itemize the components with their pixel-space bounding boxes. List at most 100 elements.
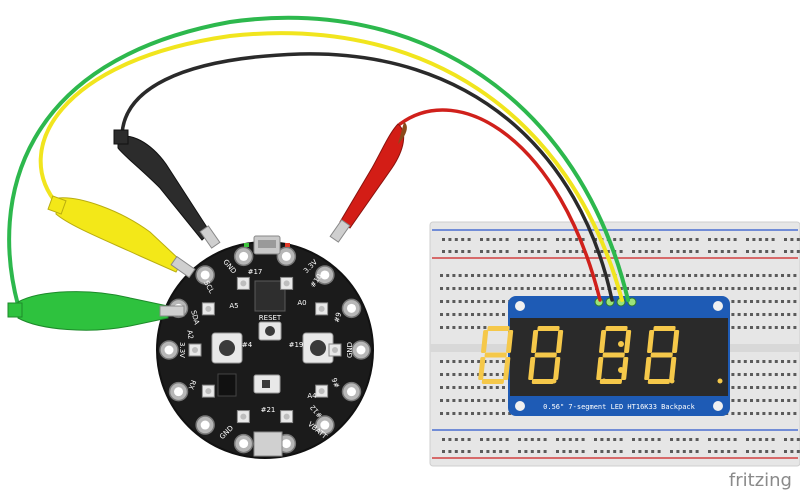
breadboard-hole: [746, 438, 749, 441]
breadboard-hole: [737, 373, 741, 376]
segment-b: [624, 330, 632, 353]
breadboard-hole: [486, 438, 490, 441]
breadboard-hole: [502, 412, 505, 415]
breadboard-hole: [568, 450, 572, 453]
breadboard-hole: [758, 250, 762, 253]
breadboard-hole: [452, 373, 456, 376]
breadboard-hole: [756, 386, 760, 389]
breadboard-hole: [454, 238, 458, 241]
breadboard-hole: [524, 238, 528, 241]
breadboard-hole: [682, 250, 686, 253]
edge-pad-hole: [346, 387, 356, 397]
breadboard-hole: [461, 438, 465, 441]
breadboard-hole: [768, 287, 772, 290]
breadboard-hole: [446, 386, 450, 389]
breadboard-hole: [774, 399, 778, 402]
breadboard-hole: [695, 450, 699, 453]
breadboard-hole: [588, 287, 592, 290]
breadboard-hole: [489, 360, 493, 363]
breadboard-hole: [750, 360, 753, 363]
breadboard-hole: [689, 250, 693, 253]
breadboard-hole: [483, 373, 487, 376]
breadboard-hole: [746, 450, 749, 453]
breadboard-hole: [564, 274, 567, 277]
edge-pad-hole: [281, 251, 291, 261]
breadboard-hole: [442, 438, 445, 441]
breadboard-hole: [756, 360, 760, 363]
breadboard-hole: [440, 373, 443, 376]
breadboard-hole: [638, 250, 642, 253]
segment-b: [556, 330, 564, 353]
breadboard-hole: [607, 274, 611, 277]
segment-d: [599, 379, 623, 384]
segment-g: [484, 352, 507, 358]
breadboard-hole: [731, 300, 735, 303]
breadboard-hole: [582, 287, 586, 290]
segment-d: [647, 379, 671, 384]
breadboard-hole: [477, 300, 481, 303]
breadboard-hole: [581, 250, 585, 253]
breadboard-hole: [489, 274, 493, 277]
breadboard-hole: [464, 326, 468, 329]
label-a2: A2: [185, 329, 194, 339]
breadboard-hole: [632, 287, 636, 290]
breadboard-hole: [489, 287, 493, 290]
breadboard-hole: [682, 450, 686, 453]
segment-d: [531, 379, 555, 384]
breadboard-hole: [712, 274, 716, 277]
breadboard-hole: [781, 360, 784, 363]
segment-c: [553, 357, 561, 380]
edge-pad-hole: [174, 387, 184, 397]
breadboard-hole: [594, 250, 597, 253]
segment-f: [481, 330, 489, 353]
breadboard-hole: [601, 274, 605, 277]
breadboard-hole: [632, 274, 636, 277]
breadboard-hole: [720, 438, 724, 441]
breadboard-hole: [774, 386, 778, 389]
breadboard-hole: [737, 274, 741, 277]
breadboard-hole: [784, 450, 787, 453]
breadboard-hole: [632, 250, 635, 253]
breadboard-hole: [537, 238, 541, 241]
breadboard-hole: [471, 300, 474, 303]
breadboard-hole: [706, 287, 710, 290]
breadboard-hole: [606, 438, 610, 441]
breadboard-hole: [613, 238, 617, 241]
breadboard-hole: [787, 313, 791, 316]
breadboard-hole: [694, 274, 698, 277]
breadboard-hole: [464, 412, 468, 415]
breadboard-hole: [505, 450, 509, 453]
breadboard-hole: [762, 300, 766, 303]
breadboard-hole: [483, 326, 487, 329]
breadboard-hole: [731, 287, 735, 290]
edge-pad-hole: [239, 439, 249, 449]
segment-e: [596, 357, 604, 380]
breadboard-hole: [638, 438, 642, 441]
breadboard-hole: [613, 287, 617, 290]
breadboard-hole: [651, 438, 655, 441]
breadboard-hole: [784, 438, 787, 441]
breadboard-hole: [483, 386, 487, 389]
breadboard-hole: [787, 274, 791, 277]
breadboard-hole: [518, 438, 521, 441]
breadboard-hole: [644, 287, 648, 290]
breadboard-hole: [708, 450, 711, 453]
breadboard-hole: [562, 250, 566, 253]
breadboard-hole: [787, 412, 791, 415]
breadboard-hole: [771, 250, 775, 253]
breadboard-hole: [502, 287, 505, 290]
breadboard-hole: [695, 250, 699, 253]
breadboard-hole: [626, 287, 629, 290]
breadboard-hole: [793, 399, 797, 402]
breadboard-hole: [689, 450, 693, 453]
breadboard-hole: [632, 238, 635, 241]
breadboard-hole: [793, 300, 797, 303]
breadboard-hole: [793, 313, 797, 316]
breadboard-hole: [440, 399, 443, 402]
breadboard-hole: [737, 313, 741, 316]
breadboard-hole: [768, 373, 772, 376]
breadboard-hole: [543, 238, 547, 241]
segment-d: [481, 379, 505, 384]
breadboard-hole: [638, 450, 642, 453]
segment-b: [672, 330, 680, 353]
